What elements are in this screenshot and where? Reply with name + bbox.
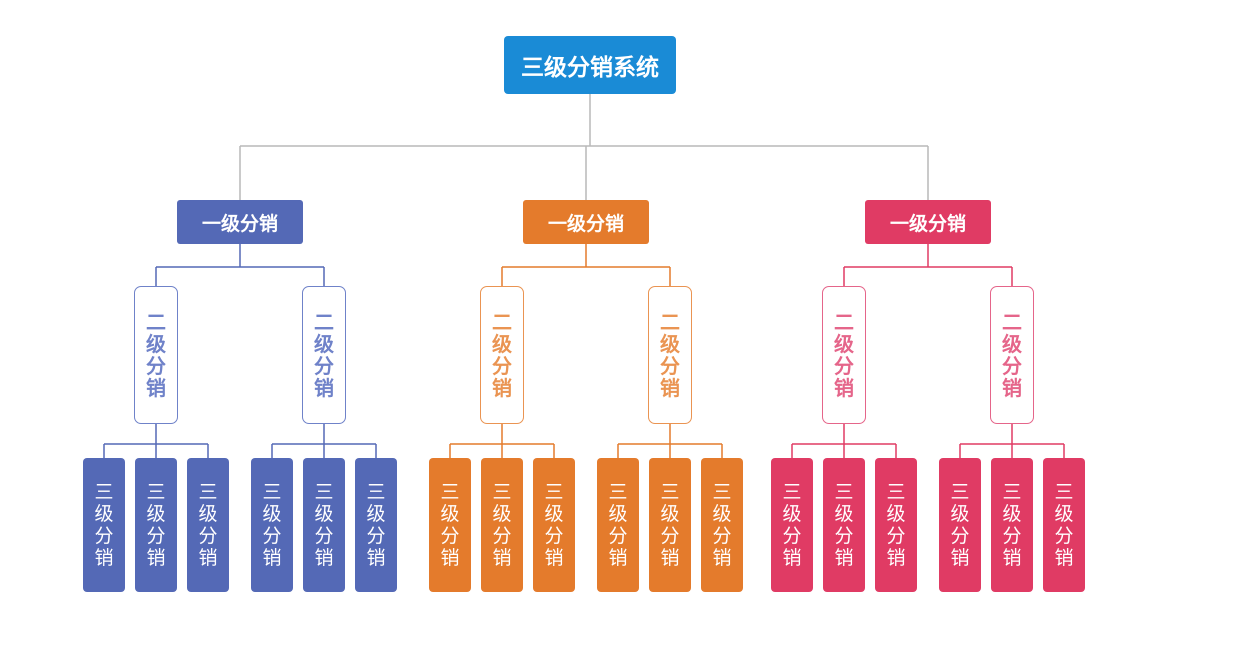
level2-node-2-1: 二级分销 [990,286,1034,424]
level2-node-0-1-label: 二级分销 [314,310,334,400]
level3-node-1-0-0-label: 三级分销 [440,481,460,569]
level1-node-2-label: 一级分销 [889,212,966,235]
level2-node-0-0: 二级分销 [134,286,178,424]
level3-node-2-0-2-label: 三级分销 [886,481,906,569]
level3-node-1-1-2: 三级分销 [701,458,743,592]
level3-node-1-0-2-label: 三级分销 [544,481,564,569]
level3-node-2-1-2: 三级分销 [1043,458,1085,592]
level3-node-0-1-1-label: 三级分销 [314,481,334,569]
level3-node-0-1-0: 三级分销 [251,458,293,592]
level3-node-0-1-2: 三级分销 [355,458,397,592]
level3-node-2-1-0-label: 三级分销 [950,481,970,569]
level3-node-0-0-0: 三级分销 [83,458,125,592]
level2-node-0-0-label: 二级分销 [146,310,166,400]
level2-node-1-0: 二级分销 [480,286,524,424]
level3-node-1-0-0: 三级分销 [429,458,471,592]
level3-node-2-1-0: 三级分销 [939,458,981,592]
level2-node-2-0-label: 二级分销 [834,310,854,400]
level3-node-0-1-2-label: 三级分销 [366,481,386,569]
level3-node-2-0-0-label: 三级分销 [782,481,802,569]
level3-node-2-0-2: 三级分销 [875,458,917,592]
level3-node-2-1-1: 三级分销 [991,458,1033,592]
root-node-label: 三级分销系统 [521,55,659,81]
level3-node-1-1-0-label: 三级分销 [608,481,628,569]
level1-node-1: 一级分销 [523,200,649,244]
level2-node-2-1-label: 二级分销 [1002,310,1022,400]
level3-node-0-0-2-label: 三级分销 [198,481,218,569]
level2-node-1-1-label: 二级分销 [660,310,680,400]
level3-node-2-0-0: 三级分销 [771,458,813,592]
level3-node-0-0-2: 三级分销 [187,458,229,592]
level3-node-1-1-0: 三级分销 [597,458,639,592]
level3-node-0-1-0-label: 三级分销 [262,481,282,569]
level3-node-1-1-2-label: 三级分销 [712,481,732,569]
level3-node-1-0-1: 三级分销 [481,458,523,592]
level1-node-2: 一级分销 [865,200,991,244]
level1-node-0: 一级分销 [177,200,303,244]
level2-node-1-0-label: 二级分销 [492,310,512,400]
level3-node-1-0-1-label: 三级分销 [492,481,512,569]
level3-node-1-0-2: 三级分销 [533,458,575,592]
level1-node-1-label: 一级分销 [547,212,624,235]
level3-node-2-1-1-label: 三级分销 [1002,481,1022,569]
level3-node-0-0-0-label: 三级分销 [94,481,114,569]
level2-node-0-1: 二级分销 [302,286,346,424]
level3-node-2-0-1: 三级分销 [823,458,865,592]
root-node: 三级分销系统 [504,36,676,94]
level3-node-0-1-1: 三级分销 [303,458,345,592]
level3-node-2-0-1-label: 三级分销 [834,481,854,569]
level2-node-2-0: 二级分销 [822,286,866,424]
level1-node-0-label: 一级分销 [201,212,278,235]
level3-node-1-1-1: 三级分销 [649,458,691,592]
level3-node-1-1-1-label: 三级分销 [660,481,680,569]
level3-node-0-0-1-label: 三级分销 [146,481,166,569]
level2-node-1-1: 二级分销 [648,286,692,424]
level3-node-0-0-1: 三级分销 [135,458,177,592]
level3-node-2-1-2-label: 三级分销 [1054,481,1074,569]
